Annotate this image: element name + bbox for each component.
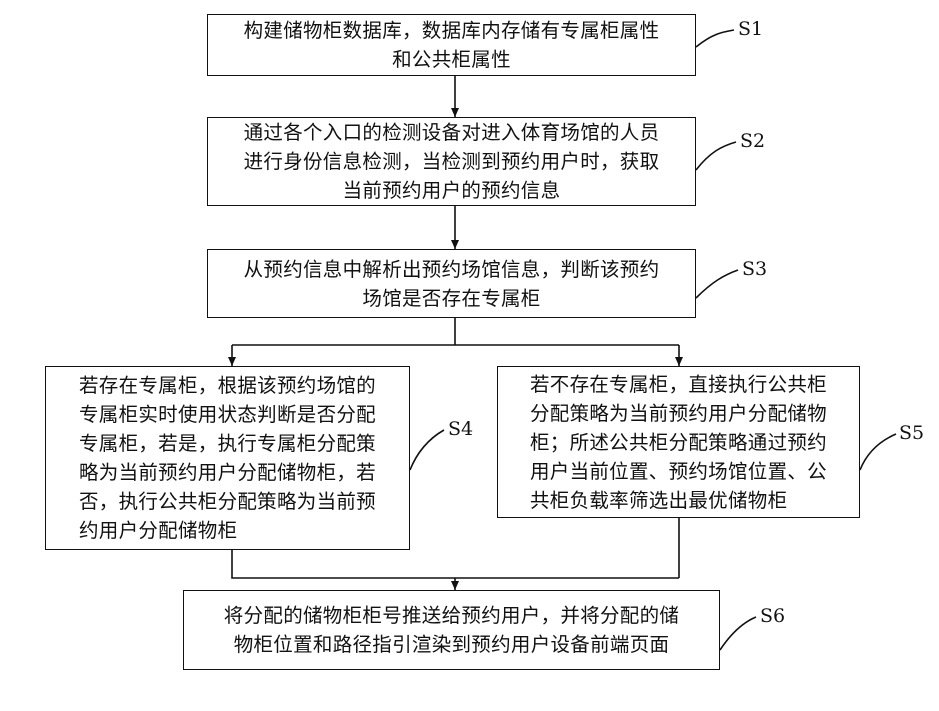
step-s3-line: 场馆是否存在专属柜 bbox=[244, 284, 660, 313]
step-s4-line: 略为当前预约用户分配储物柜，若 bbox=[79, 458, 376, 487]
step-label-s1: S1 bbox=[738, 18, 763, 40]
step-label-s6: S6 bbox=[760, 605, 785, 627]
step-s1-line: 和公共柜属性 bbox=[244, 45, 660, 74]
step-s1-line: 构建储物柜数据库，数据库内存储有专属柜属性 bbox=[244, 16, 660, 45]
step-s2-line: 当前预约用户的预约信息 bbox=[244, 176, 660, 205]
leader-s6 bbox=[720, 617, 756, 650]
step-box-s2: 通过各个入口的检测设备对进入体育场馆的人员 进行身份信息检测，当检测到预约用户时… bbox=[207, 117, 696, 206]
step-s5-line: 分配策略为当前预约用户分配储物 bbox=[530, 399, 827, 428]
step-s5-line: 柜；所述公共柜分配策略通过预约 bbox=[530, 428, 827, 457]
step-s4-line: 专属柜，若是，执行专属柜分配策 bbox=[79, 429, 376, 458]
step-s4-line: 约用户分配储物柜 bbox=[79, 516, 376, 545]
step-label-s4: S4 bbox=[448, 418, 473, 440]
step-box-s3: 从预约信息中解析出预约场馆信息，判断该预约 场馆是否存在专属柜 bbox=[207, 249, 696, 318]
leader-s2 bbox=[696, 142, 736, 170]
step-s6-line: 将分配的储物柜柜号推送给预约用户，并将分配的储 bbox=[224, 601, 679, 630]
leader-s4 bbox=[410, 430, 444, 470]
step-s5-line: 若不存在专属柜，直接执行公共柜 bbox=[530, 370, 827, 399]
leader-s1 bbox=[696, 30, 734, 47]
step-s6-line: 物柜位置和路径指引渲染到预约用户设备前端页面 bbox=[224, 630, 679, 659]
step-box-s1: 构建储物柜数据库，数据库内存储有专属柜属性 和公共柜属性 bbox=[207, 14, 696, 76]
step-s4-line: 否，执行公共柜分配策略为当前预 bbox=[79, 487, 376, 516]
step-label-s2: S2 bbox=[740, 130, 765, 152]
leader-s5 bbox=[860, 434, 896, 470]
leader-s3 bbox=[696, 270, 738, 298]
step-s5-line: 共柜负载率筛选出最优储物柜 bbox=[530, 486, 827, 515]
step-s4-line: 专属柜实时使用状态判断是否分配 bbox=[79, 400, 376, 429]
step-s2-line: 通过各个入口的检测设备对进入体育场馆的人员 bbox=[244, 118, 660, 147]
step-s4-line: 若存在专属柜，根据该预约场馆的 bbox=[79, 371, 376, 400]
step-label-s3: S3 bbox=[742, 258, 767, 280]
step-label-s5: S5 bbox=[899, 422, 924, 444]
step-box-s5: 若不存在专属柜，直接执行公共柜 分配策略为当前预约用户分配储物 柜；所述公共柜分… bbox=[497, 366, 860, 518]
merge-line-s4 bbox=[232, 550, 455, 578]
step-box-s6: 将分配的储物柜柜号推送给预约用户，并将分配的储 物柜位置和路径指引渲染到预约用户… bbox=[183, 590, 720, 670]
step-s2-line: 进行身份信息检测，当检测到预约用户时，获取 bbox=[244, 147, 660, 176]
step-s5-line: 用户当前位置、预约场馆位置、公 bbox=[530, 457, 827, 486]
step-s3-line: 从预约信息中解析出预约场馆信息，判断该预约 bbox=[244, 255, 660, 284]
step-box-s4: 若存在专属柜，根据该预约场馆的 专属柜实时使用状态判断是否分配 专属柜，若是，执… bbox=[45, 366, 410, 550]
